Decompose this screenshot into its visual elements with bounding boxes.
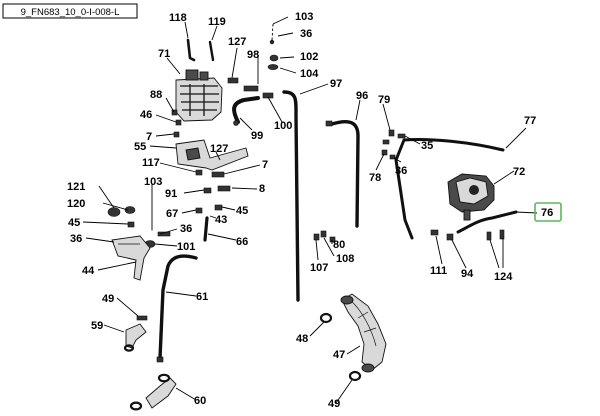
ref-label[interactable]: 108 [336, 253, 354, 265]
clip-127-part[interactable] [227, 77, 239, 84]
bracket-118-part[interactable] [186, 38, 196, 62]
ref-label-highlighted[interactable]: 76 [541, 207, 553, 219]
pump-unit-72-part[interactable] [447, 173, 495, 221]
ref-label[interactable]: 7 [146, 131, 152, 143]
ref-label[interactable]: 119 [208, 16, 226, 28]
reservoir-tank-part[interactable] [175, 69, 223, 122]
ref-label[interactable]: 117 [142, 157, 160, 169]
ref-label[interactable]: 103 [295, 11, 313, 23]
leader-lines [82, 16, 538, 404]
ref-label[interactable]: 59 [91, 320, 103, 332]
ref-label[interactable]: 127 [210, 143, 228, 155]
ref-label[interactable]: 107 [310, 262, 328, 274]
elbow-59-part[interactable] [123, 323, 147, 352]
clamp-49-part[interactable] [136, 315, 148, 321]
elbow-hose-60-part[interactable] [129, 373, 177, 411]
ref-label[interactable]: 91 [165, 188, 177, 200]
ref-label[interactable]: 49 [328, 398, 340, 410]
ref-label[interactable]: 55 [134, 141, 146, 153]
hose-segment-part[interactable] [243, 85, 259, 92]
ref-label[interactable]: 60 [194, 395, 206, 407]
ref-label[interactable]: 35 [421, 140, 433, 152]
fitting-group-88[interactable] [171, 109, 182, 138]
fitting-group-117[interactable] [195, 169, 231, 214]
ref-label[interactable]: 120 [67, 198, 85, 210]
ref-label[interactable]: 97 [330, 78, 342, 90]
ref-label[interactable]: 45 [236, 205, 248, 217]
ref-label[interactable]: 111 [430, 265, 447, 277]
ref-label[interactable]: 103 [144, 176, 162, 188]
ref-label[interactable]: 80 [333, 239, 345, 251]
ref-label[interactable]: 72 [513, 166, 525, 178]
ref-label[interactable]: 78 [369, 172, 381, 184]
fitting-group-107[interactable] [313, 230, 336, 243]
ref-label[interactable]: 46 [140, 109, 152, 121]
ref-label[interactable]: 48 [296, 333, 308, 345]
clamp-49b-part[interactable] [348, 370, 362, 382]
bracket-119-part[interactable] [208, 40, 215, 62]
highlight-box-76 [534, 202, 562, 222]
ref-label[interactable]: 36 [180, 223, 192, 235]
ref-label[interactable]: 88 [150, 89, 162, 101]
ref-label[interactable]: 124 [494, 271, 513, 283]
fitting-group-79[interactable] [381, 129, 406, 160]
ref-label[interactable]: 102 [300, 51, 318, 63]
ref-label[interactable]: 127 [228, 36, 246, 48]
ref-label[interactable]: 66 [236, 236, 248, 248]
ref-label[interactable]: 44 [82, 265, 95, 277]
ref-label[interactable]: 71 [158, 48, 170, 60]
ref-label[interactable]: 99 [251, 130, 263, 142]
hose-96-part[interactable] [330, 119, 360, 228]
ref-label[interactable]: 7 [262, 159, 268, 171]
ref-label[interactable]: 104 [300, 68, 319, 80]
ref-label[interactable]: 43 [215, 214, 227, 226]
bracket-44-part[interactable] [111, 235, 151, 281]
ref-label[interactable]: 101 [177, 241, 195, 253]
fitting-group-top[interactable] [267, 39, 279, 70]
ref-label[interactable]: 67 [166, 208, 178, 220]
pipe-61-part[interactable] [158, 254, 198, 360]
diagram-title-box: 9_FN683_10_0-I-008-L [2, 3, 138, 19]
ref-label[interactable]: 8 [259, 183, 265, 195]
bracket-55-part[interactable] [175, 139, 249, 171]
ref-label[interactable]: 47 [333, 349, 345, 361]
ref-label[interactable]: 94 [461, 268, 474, 280]
ref-label[interactable]: 45 [68, 217, 80, 229]
ref-label[interactable]: 79 [378, 94, 390, 106]
ref-label[interactable]: 118 [169, 12, 187, 24]
fitting-100-part[interactable] [262, 92, 274, 99]
ref-label[interactable]: 36 [300, 28, 312, 40]
ref-label[interactable]: 100 [274, 120, 292, 132]
ref-label[interactable]: 96 [356, 90, 368, 102]
fitting-group-111[interactable] [430, 229, 505, 241]
ref-label[interactable]: 98 [247, 49, 259, 61]
ref-label[interactable]: 121 [67, 181, 85, 193]
ref-label[interactable]: 36 [395, 165, 407, 177]
ref-label[interactable]: 36 [70, 233, 82, 245]
hose-47-part[interactable] [340, 293, 387, 373]
ref-label[interactable]: 77 [524, 115, 536, 127]
clamp-48-part[interactable] [319, 312, 333, 324]
diagram-title: 9_FN683_10_0-I-008-L [21, 7, 120, 18]
reference-labels: 118 119 103 36 127 98 102 104 71 97 96 7… [67, 11, 553, 410]
ref-label[interactable]: 61 [196, 291, 208, 303]
ref-label[interactable]: 49 [102, 293, 114, 305]
